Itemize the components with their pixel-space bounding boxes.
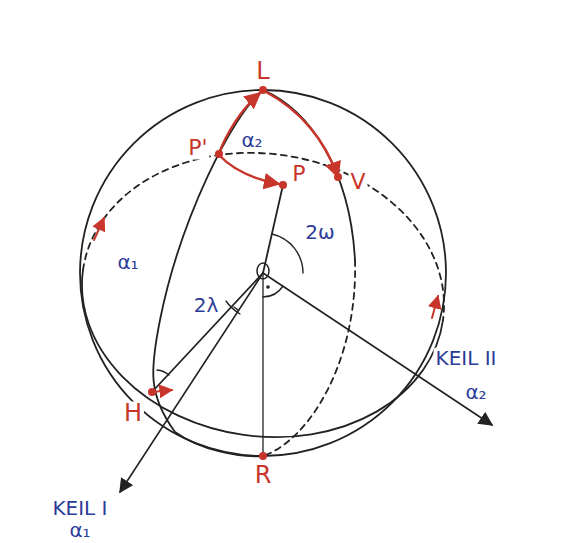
point-dot	[148, 388, 156, 396]
point-label: V	[348, 170, 367, 193]
path-arc	[219, 155, 279, 184]
meridian-right-back	[263, 260, 355, 456]
point-dot	[215, 150, 223, 158]
angle-arc	[272, 234, 303, 273]
angle-label: α₁	[115, 252, 140, 273]
point-dot	[279, 181, 287, 189]
angle-label: 2λ	[192, 295, 221, 316]
axis-label: KEIL II	[434, 348, 499, 369]
rotation-arrow	[94, 218, 104, 240]
point-label: P	[290, 162, 307, 185]
center-mark	[257, 263, 269, 279]
point-dot	[334, 173, 342, 181]
axis-label: α₂	[463, 382, 488, 403]
rotation-arrow	[432, 296, 438, 318]
radius-op	[263, 185, 283, 273]
angle-label: 2ω	[303, 222, 336, 243]
point-dot	[259, 86, 267, 94]
radius-oh	[152, 273, 263, 392]
axis-label: KEIL I	[50, 498, 109, 519]
right-angle-arc	[263, 286, 283, 297]
point-label: R	[253, 463, 274, 488]
angle-arc	[226, 301, 240, 314]
angle-arc	[157, 370, 169, 375]
point-label: H	[122, 401, 144, 426]
point-dot	[259, 452, 267, 460]
point-label: L	[254, 59, 271, 84]
angle-label: α₂	[239, 130, 264, 151]
meridian-right	[263, 90, 355, 260]
axis-label: α₁	[67, 519, 92, 540]
right-angle-dot	[266, 285, 270, 289]
point-label: P'	[186, 136, 209, 159]
axis-wedge-one	[120, 273, 263, 492]
radius-or	[262, 273, 263, 456]
